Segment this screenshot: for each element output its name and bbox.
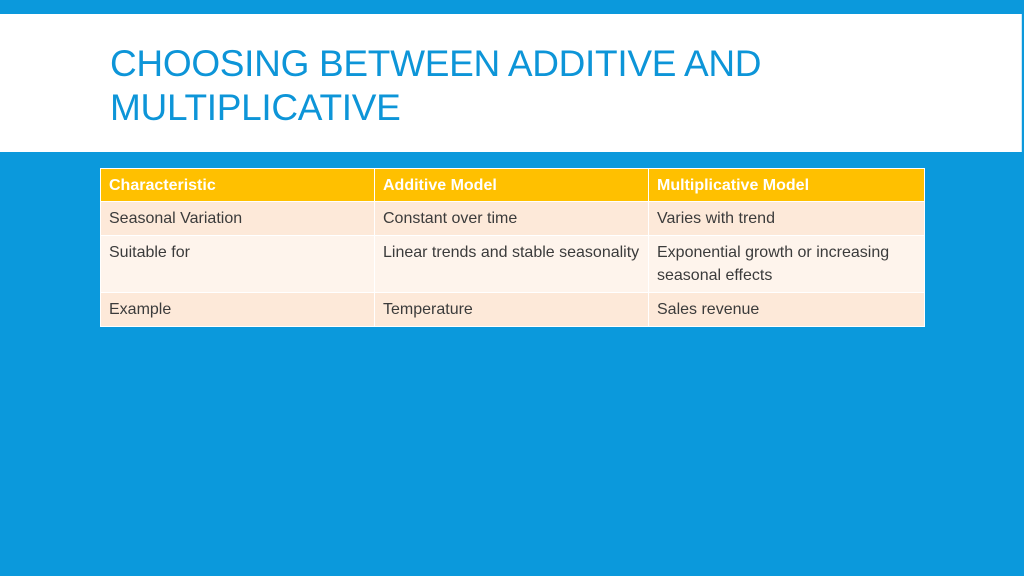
title-band: CHOOSING BETWEEN ADDITIVE AND MULTIPLICA… (0, 14, 1022, 152)
cell-multiplicative: Sales revenue (648, 292, 925, 327)
header-additive-model: Additive Model (374, 168, 649, 202)
comparison-table-container: Characteristic Additive Model Multiplica… (100, 168, 925, 327)
slide-title-line-1: CHOOSING BETWEEN ADDITIVE AND (110, 43, 762, 84)
cell-additive: Temperature (374, 292, 649, 327)
cell-multiplicative: Exponential growth or increasing seasona… (648, 235, 925, 293)
table-row: Seasonal Variation Constant over time Va… (100, 201, 925, 236)
cell-additive: Constant over time (374, 201, 649, 236)
cell-characteristic: Example (100, 292, 375, 327)
table-header-row: Characteristic Additive Model Multiplica… (100, 168, 925, 202)
table-row: Suitable for Linear trends and stable se… (100, 235, 925, 293)
slide-title-line-2: MULTIPLICATIVE (110, 87, 401, 128)
comparison-table: Characteristic Additive Model Multiplica… (100, 168, 925, 327)
cell-multiplicative: Varies with trend (648, 201, 925, 236)
slide-title: CHOOSING BETWEEN ADDITIVE AND MULTIPLICA… (110, 42, 910, 130)
header-multiplicative-model: Multiplicative Model (648, 168, 925, 202)
table-row: Example Temperature Sales revenue (100, 292, 925, 327)
cell-characteristic: Suitable for (100, 235, 375, 293)
header-characteristic: Characteristic (100, 168, 375, 202)
cell-additive: Linear trends and stable seasonality (374, 235, 649, 293)
cell-characteristic: Seasonal Variation (100, 201, 375, 236)
